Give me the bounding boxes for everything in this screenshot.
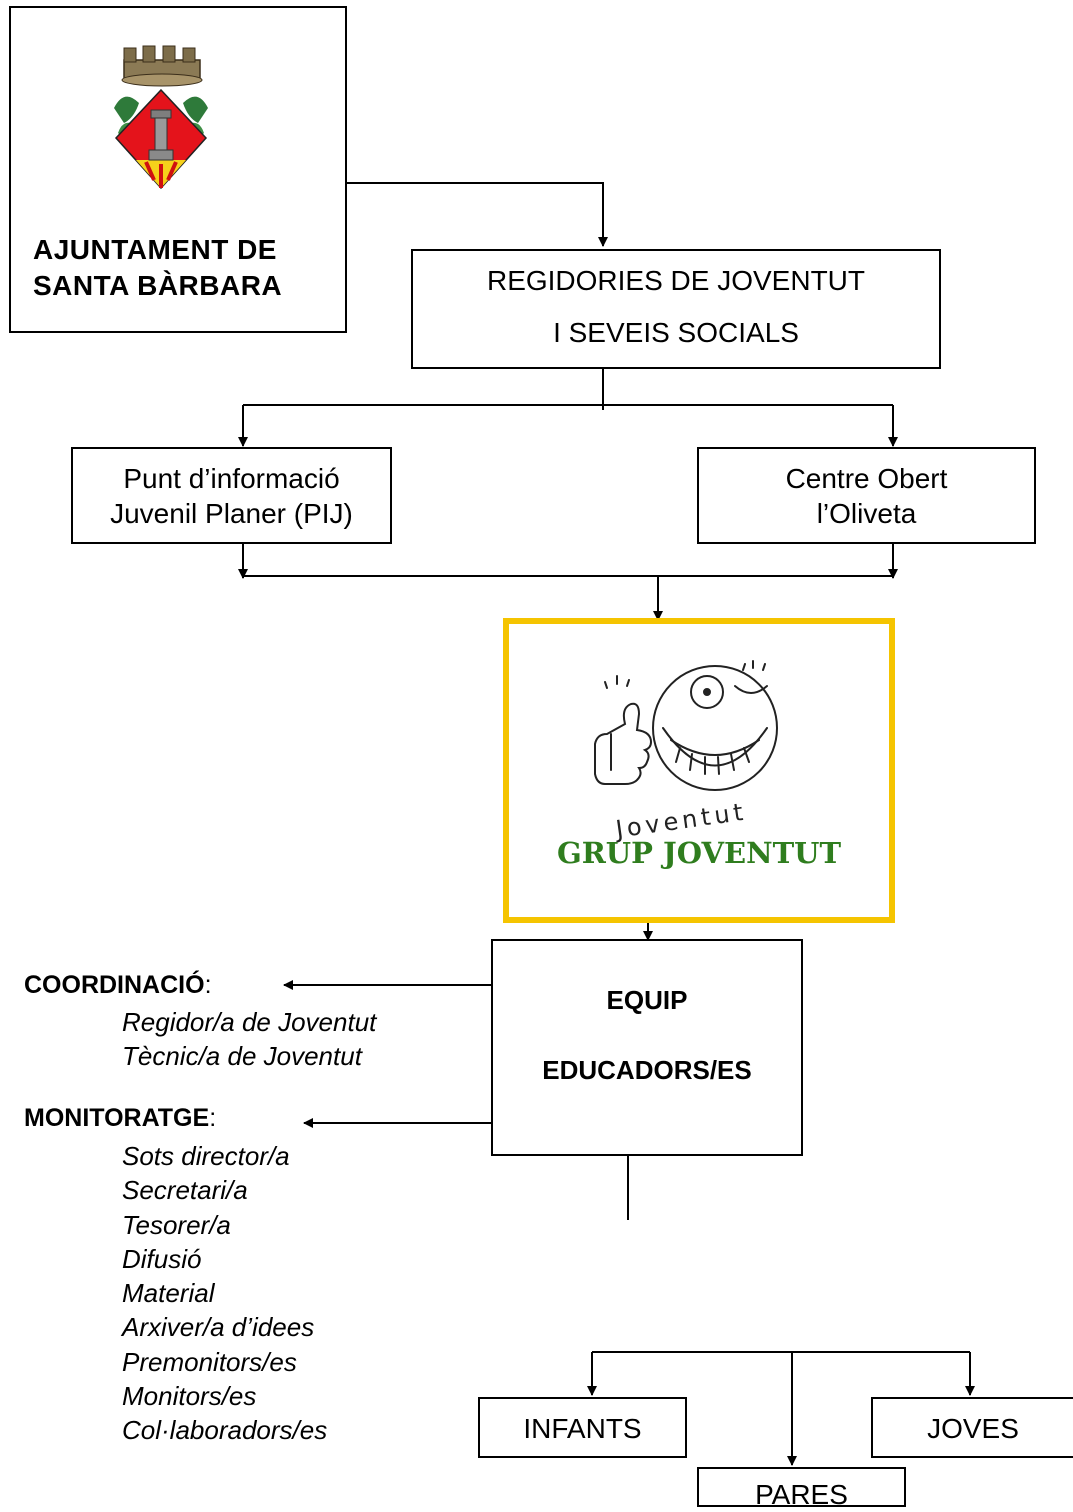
pij-box: Punt d’informació Juvenil Planer (PIJ) [71,447,392,544]
monitoratge-item: Difusió [122,1243,202,1274]
monitoratge-item: Material [122,1278,215,1309]
monitoratge-item: Tesorer/a [122,1209,231,1240]
monitoratge-item: Monitors/es [122,1381,257,1412]
monitoratge-item: Col·laboradors/es [122,1415,328,1446]
ajuntament-line1: AJUNTAMENT DE [33,234,277,265]
joves-label: JOVES [927,1413,1019,1444]
grup-joventut-title: GRUP JOVENTUT [556,836,842,870]
coat-of-arms-icon [114,45,208,190]
ajuntament-box: AJUNTAMENT DE SANTA BÀRBARA [9,6,347,333]
regidories-box: REGIDORIES DE JOVENTUT I SEVEIS SOCIALS [411,249,941,369]
equip-line2: EDUCADORS/ES [542,1055,752,1085]
centre-obert-label: Centre Obert l’Oliveta [699,461,1034,531]
monitoratge-heading-text: MONITORATGE [24,1104,210,1132]
centre-obert-line2: l’Oliveta [816,498,917,529]
centre-obert-line1: Centre Obert [785,463,948,494]
ajuntament-name: AJUNTAMENT DE SANTA BÀRBARA [33,232,282,304]
monitoratge-list: Sots director/a Secretari/a Tesorer/a Di… [122,1139,327,1448]
infants-label: INFANTS [523,1413,642,1444]
coordinacio-item: Tècnic/a de Joventut [122,1041,362,1071]
pij-label: Punt d’informació Juvenil Planer (PIJ) [73,461,390,531]
monitoratge-item: Arxiver/a d’idees [122,1312,315,1343]
coordinacio-list: Regidor/a de Joventut Tècnic/a de Jovent… [122,1005,376,1073]
coordinacio-heading: COORDINACIÓ: [24,971,212,1000]
equip-box: EQUIP EDUCADORS/ES [491,939,803,1156]
coordinacio-heading-text: COORDINACIÓ [24,971,205,999]
equip-line1: EQUIP [606,985,688,1015]
monitoratge-colon: : [209,1104,217,1132]
coordinacio-item: Regidor/a de Joventut [122,1007,377,1037]
monitoratge-item: Premonitors/es [122,1346,297,1377]
pares-label: PARES [755,1479,848,1510]
arrow-ajuntament-to-regidories [346,182,608,247]
regidories-line2: I SEVEIS SOCIALS [553,317,799,348]
monitoratge-heading: MONITORATGE: [24,1104,216,1133]
pij-line2: Juvenil Planer (PIJ) [110,498,353,529]
joves-box: JOVES [871,1397,1073,1458]
regidories-line1: REGIDORIES DE JOVENTUT [486,265,866,296]
grup-joventut-box: Joventut GRUP JOVENTUT [503,618,895,923]
infants-box: INFANTS [478,1397,687,1458]
pij-line1: Punt d’informació [123,463,340,494]
pares-box: PARES [697,1467,906,1510]
monitoratge-item: Sots director/a [122,1141,290,1171]
monitoratge-item: Secretari/a [122,1175,248,1206]
centre-obert-box: Centre Obert l’Oliveta [697,447,1036,544]
coordinacio-colon: : [204,971,212,999]
winking-smiley-thumbs-up-icon: Joventut [594,660,778,844]
ajuntament-line2: SANTA BÀRBARA [33,270,283,301]
